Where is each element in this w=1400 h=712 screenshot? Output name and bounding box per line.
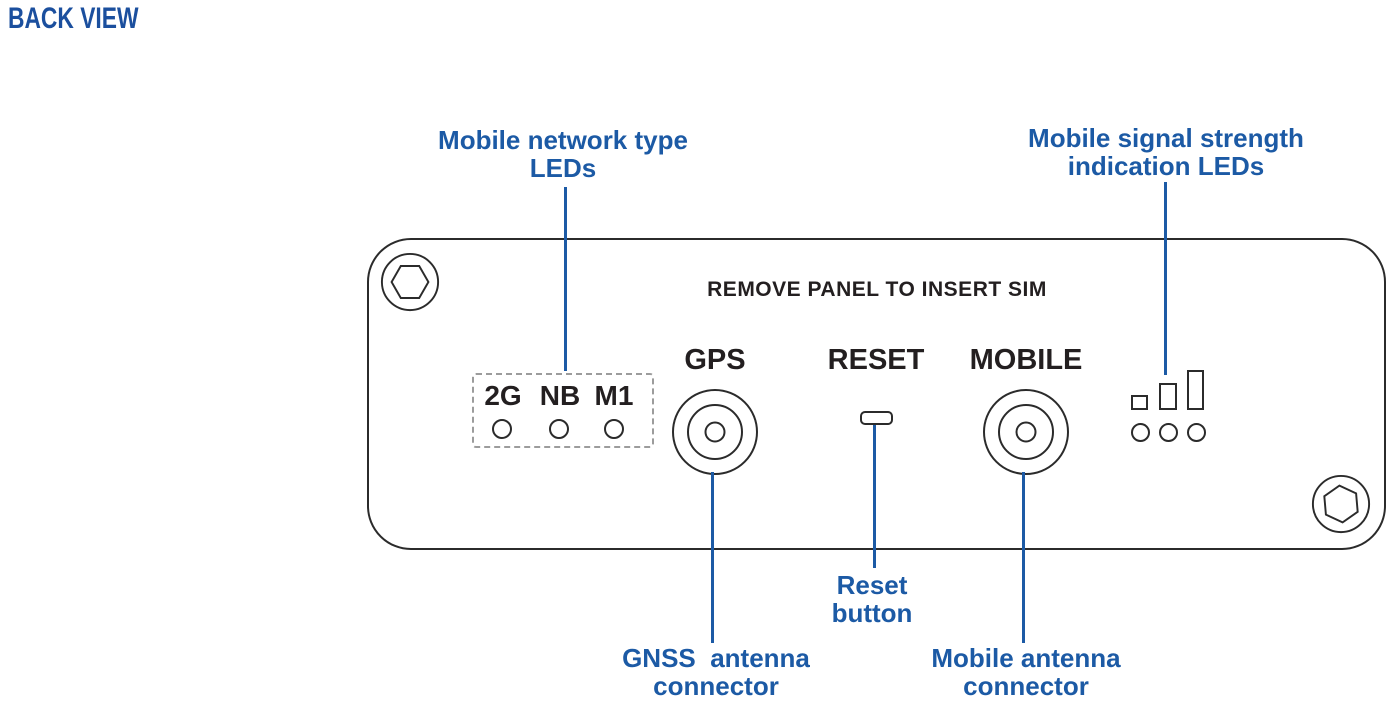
led-indicator <box>604 419 624 439</box>
led-label-nb: NB <box>539 380 581 411</box>
gps-antenna-connector-icon <box>672 389 758 475</box>
led-label-m1: M1 <box>594 380 634 411</box>
reset-button-hole <box>860 411 893 425</box>
callout-network-type-leds: Mobile network type LEDs <box>438 125 688 183</box>
leader-line-signal-strength <box>1164 182 1167 375</box>
device-panel: REMOVE PANEL TO INSERT SIM GPS RESET MOB… <box>367 238 1386 550</box>
leader-line-network-type <box>564 187 567 371</box>
signal-led-indicator <box>1131 423 1150 442</box>
callout-signal-strength-leds: Mobile signal strength indication LEDs <box>1028 123 1304 181</box>
led-label-2g: 2G <box>484 380 522 411</box>
signal-led-indicator <box>1159 423 1178 442</box>
hex-screw-icon <box>380 252 440 312</box>
callout-mobile-antenna-connector: Mobile antenna connector <box>931 643 1121 701</box>
port-label-mobile: MOBILE <box>969 344 1083 376</box>
signal-bar-icon <box>1159 383 1177 410</box>
mobile-antenna-connector-icon <box>983 389 1069 475</box>
callout-reset-button: Reset button <box>831 570 913 628</box>
led-indicator <box>492 419 512 439</box>
signal-led-indicator <box>1187 423 1206 442</box>
led-indicator <box>549 419 569 439</box>
leader-line-reset <box>873 425 876 568</box>
port-label-reset: RESET <box>827 344 925 376</box>
page-title: BACK VIEW <box>8 2 139 35</box>
sim-notice-text: REMOVE PANEL TO INSERT SIM <box>707 278 1047 301</box>
leader-line-gnss <box>711 472 714 643</box>
leader-line-mobile <box>1022 472 1025 643</box>
network-led-dashed-box <box>472 373 654 448</box>
callout-gnss-antenna-connector: GNSS antenna connector <box>622 643 810 701</box>
hex-screw-icon <box>1311 474 1371 534</box>
port-label-gps: GPS <box>684 344 746 376</box>
signal-bar-icon <box>1131 395 1148 410</box>
signal-bar-icon <box>1187 370 1204 410</box>
